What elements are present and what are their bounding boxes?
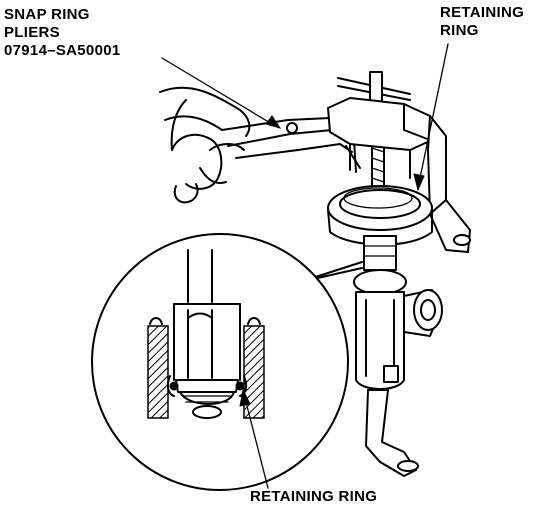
strut-assembly xyxy=(353,235,443,477)
retaining-ring-bottom-leader xyxy=(239,388,269,489)
tool-part-number: 07914–SA50001 xyxy=(4,42,121,59)
retaining-ring-bottom-label: RETAINING RING xyxy=(250,488,377,506)
spring-compressor-tool xyxy=(327,71,471,253)
tool-label-line1: SNAP RING xyxy=(4,6,90,23)
retaining-ring-top-leader xyxy=(413,43,449,192)
tool-label: SNAP RING PLIERS 07914–SA50001 xyxy=(4,6,121,60)
detail-view xyxy=(91,233,349,491)
retaining-ring-bottom-text: RETAINING RING xyxy=(250,488,378,505)
retaining-ring-top-label: RETAINING RING xyxy=(440,4,524,40)
hand-illustration xyxy=(159,86,251,204)
retaining-ring-top-line1: RETAINING xyxy=(440,4,525,21)
tool-label-line2: PLIERS xyxy=(4,24,60,41)
retaining-ring-top-line2: RING xyxy=(440,22,479,39)
pliers-leader xyxy=(161,57,282,129)
